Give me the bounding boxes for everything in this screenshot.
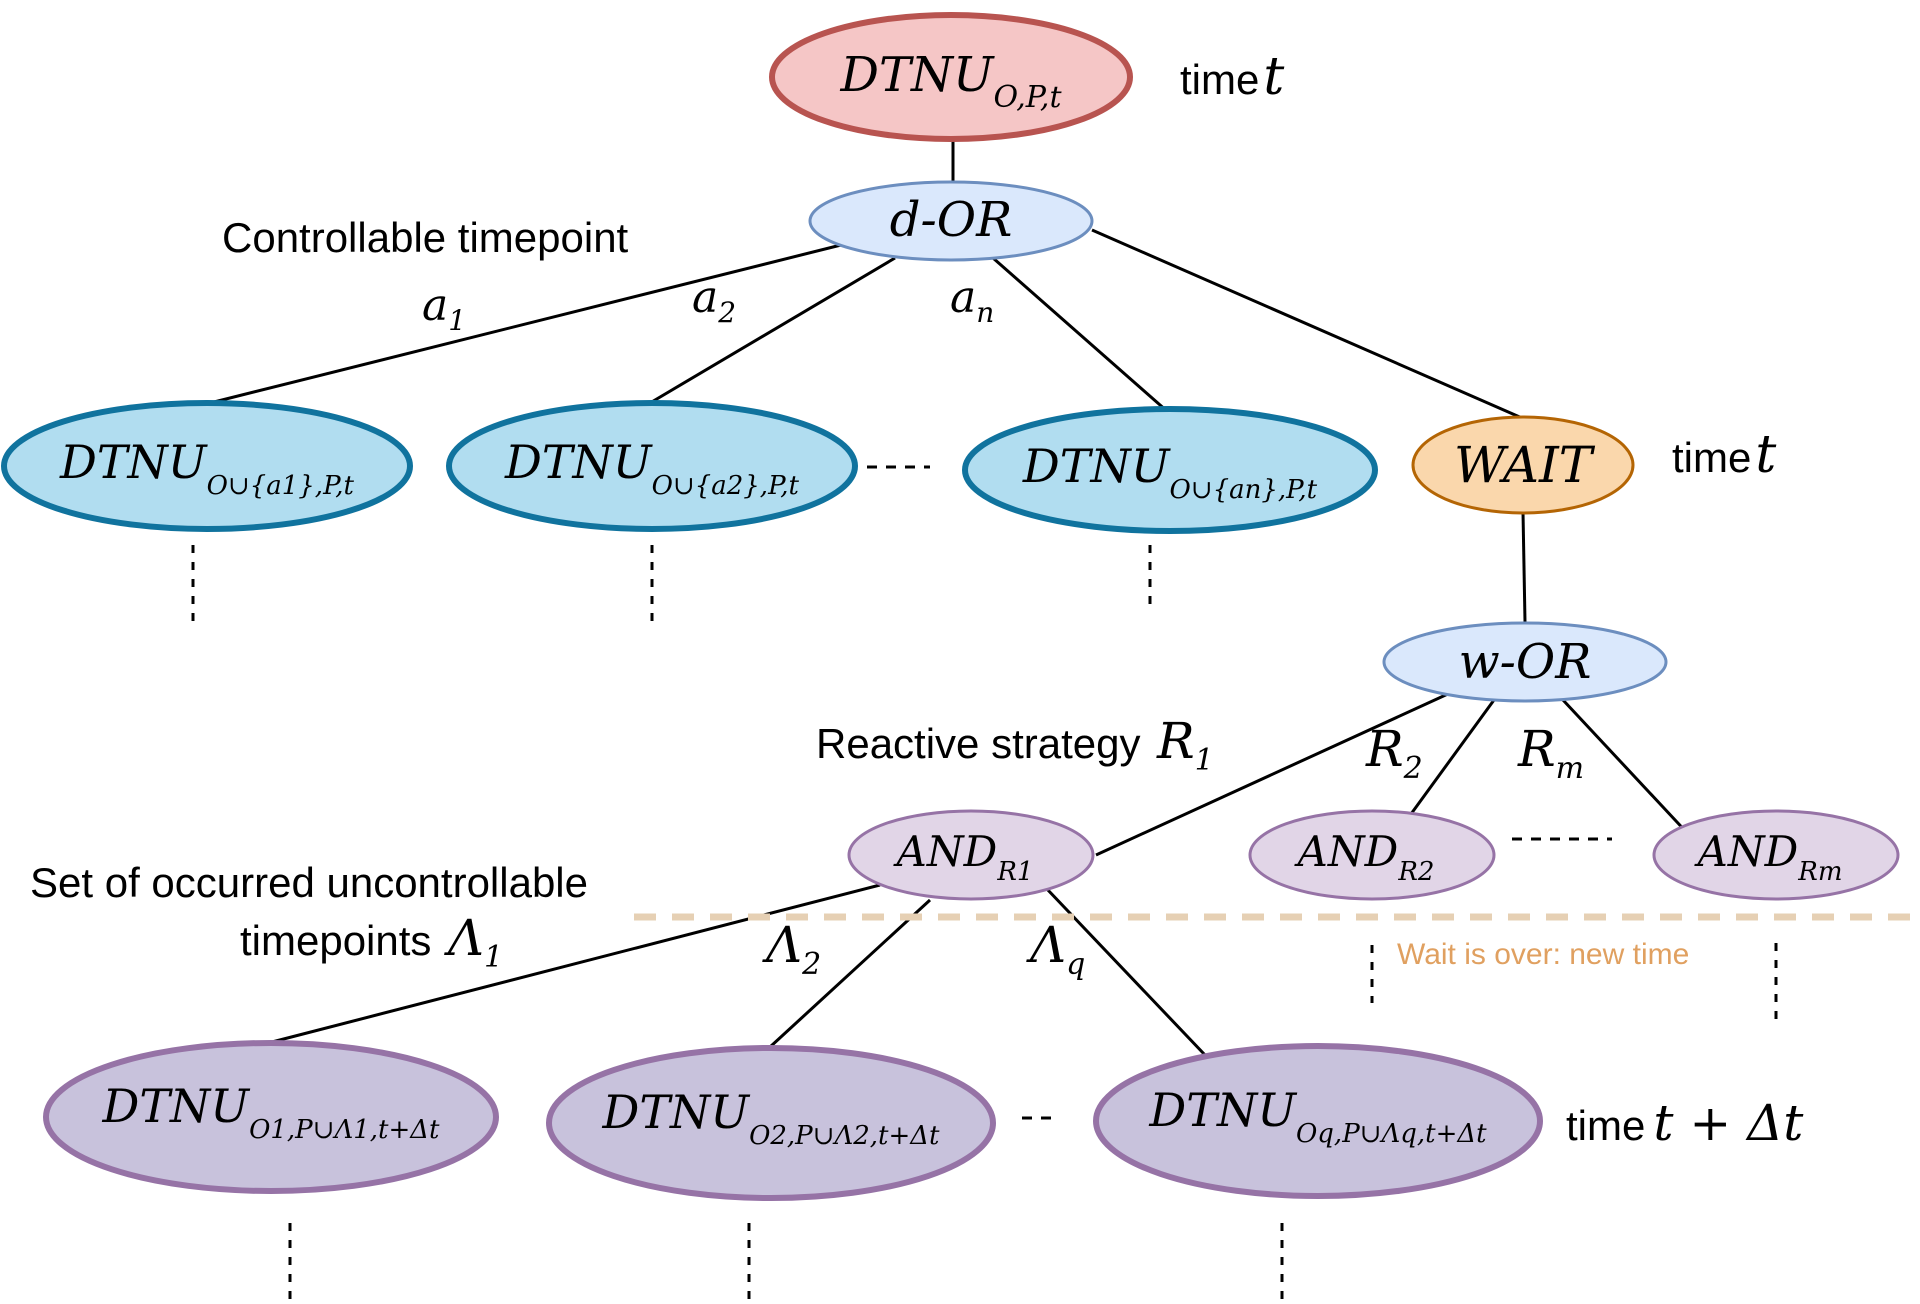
node-child-an: DTNUO∪{an},P,t [962,406,1378,534]
root-ellipse [769,12,1133,142]
wait-over-label: Wait is over: new time [1397,938,1689,971]
d-or-ellipse [808,180,1094,262]
leaf-2-ellipse [546,1045,996,1201]
child-a2-label: DTNUO∪{a2},P,t [504,435,800,501]
node-root: DTNUO,P,t [769,12,1133,142]
node-and-r2: ANDR2 [1248,809,1496,901]
leaf-1-ellipse [43,1040,499,1194]
time-wait-annotation: timet [1672,425,1776,485]
controllable-timepoint-label: Controllable timepoint [222,214,629,261]
edge-wait-wor [1521,511,1527,623]
edge-wor-and-r2 [1401,699,1496,826]
child-a1-label: DTNUO∪{a1},P,t [59,435,355,501]
node-d-or: d-OR [808,180,1094,262]
edge-dor-an [992,256,1169,414]
node-child-a2: DTNUO∪{a2},P,t [446,400,858,532]
leaf-2-label: DTNUO2,P∪Λ2,t+Δt [601,1085,940,1151]
and-r1-ellipse [847,809,1095,901]
and-r2-ellipse [1248,809,1496,901]
edge-wor-and-rm [1561,698,1692,838]
child-an-ellipse [962,406,1378,534]
edge-label-a2: a2 [692,272,736,329]
leaf-1-label: DTNUO1,P∪Λ1,t+Δt [101,1079,440,1145]
child-a2-ellipse [446,400,858,532]
reactive-strategy-label: Reactive strategy R1 [816,712,1214,778]
and-rm-label: ANDRm [1694,827,1843,887]
w-or-label: w-OR [1459,634,1592,690]
leaf-q-ellipse [1093,1043,1543,1199]
child-a1-ellipse [1,400,413,532]
wait-ellipse [1411,415,1635,515]
and-r1-label: ANDR1 [893,827,1034,887]
edge-label-lambda2: Λ2 [762,916,821,982]
edge-label-a1: a1 [422,280,466,337]
edge-label-r2: R2 [1365,720,1423,786]
d-or-label: d-OR [890,192,1012,248]
edge-and-leaf-1 [271,883,881,1044]
node-leaf-q: DTNUOq,P∪Λq,t+Δt [1093,1043,1543,1199]
edge-label-lambdaq: Λq [1026,916,1085,982]
edge-label-rm: Rm [1517,720,1584,786]
node-wait: WAIT [1411,415,1635,515]
edge-label-an: an [950,272,994,329]
occurred-uncontrollable-label-line1: Set of occurred uncontrollable [30,859,588,906]
edge-and-leaf-2 [768,898,932,1049]
edge-dor-a1 [209,242,846,405]
node-and-rm: ANDRm [1652,809,1900,901]
and-rm-ellipse [1652,809,1900,901]
child-an-label: DTNUO∪{an},P,t [1022,439,1318,505]
node-leaf-1: DTNUO1,P∪Λ1,t+Δt [43,1040,499,1194]
continuation-dots [191,465,1778,1304]
w-or-ellipse [1382,621,1668,703]
and-r2-label: ANDR2 [1294,827,1435,887]
edge-dor-wait [1091,228,1523,420]
node-and-r1: ANDR1 [847,809,1095,901]
node-w-or: w-OR [1382,621,1668,703]
root-label: DTNUO,P,t [839,47,1062,115]
node-child-a1: DTNUO∪{a1},P,t [1,400,413,532]
leaf-q-label: DTNUOq,P∪Λq,t+Δt [1148,1083,1487,1149]
wait-label: WAIT [1454,436,1596,494]
edge-dor-a2 [649,256,896,405]
time-root-annotation: timet [1180,47,1284,107]
edge-wor-and-r1 [1095,691,1451,857]
occurred-uncontrollable-label-line2: timepoints Λ1 [240,909,503,975]
node-leaf-2: DTNUO2,P∪Λ2,t+Δt [546,1045,996,1201]
